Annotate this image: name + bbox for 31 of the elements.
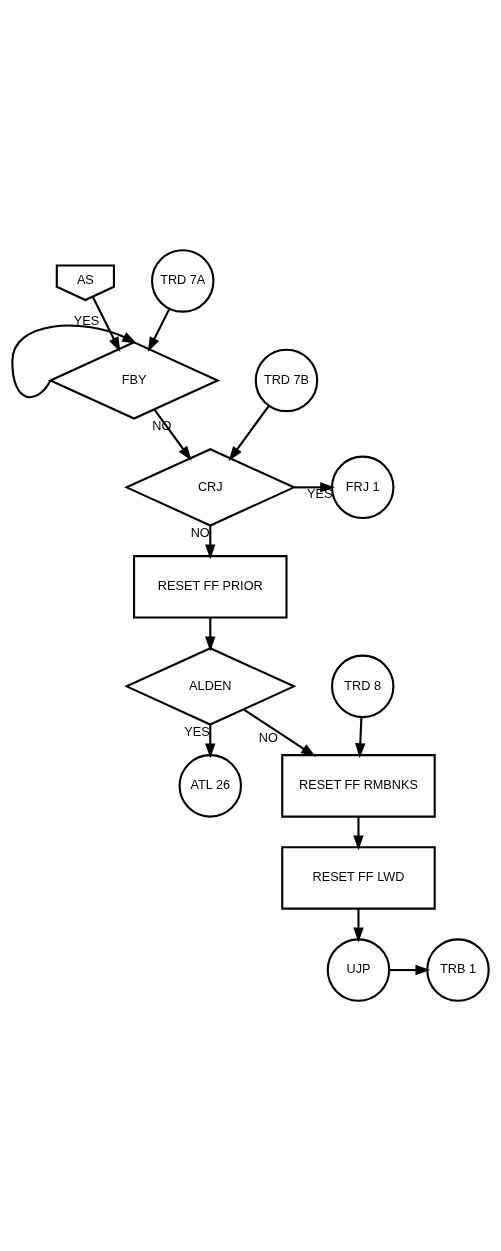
node-box: RESET FF PRIOR xyxy=(133,555,288,619)
node-diamond: ALDEN xyxy=(124,647,297,726)
node-diamond: CRJ xyxy=(124,448,297,527)
node-box: RESET FF RMBNKS xyxy=(281,754,436,818)
node-circle: UJP xyxy=(326,938,391,1002)
arrow xyxy=(205,617,216,652)
node-diamond: FBY xyxy=(47,341,221,420)
edge-label: YES xyxy=(184,725,210,740)
node-circle: TRD 7B xyxy=(254,348,319,413)
edge-label: YES xyxy=(307,486,333,501)
arrow xyxy=(353,909,364,943)
arrow xyxy=(147,308,171,352)
node-circle: TRD 8 xyxy=(330,654,395,719)
arrow xyxy=(205,724,216,759)
arrow xyxy=(293,482,335,493)
edge-label: NO xyxy=(190,526,210,541)
arrow xyxy=(91,296,121,352)
arrow xyxy=(205,525,216,560)
arrow xyxy=(243,708,316,757)
node-circle: TRB 1 xyxy=(426,938,490,1002)
arrow xyxy=(153,408,192,461)
arrow xyxy=(389,964,431,976)
arrow xyxy=(355,717,366,759)
arrow xyxy=(11,324,137,399)
arrow xyxy=(228,405,270,461)
node-circle: TRD 7A xyxy=(151,249,215,313)
edge-label: YES xyxy=(73,314,100,329)
node-box: RESET FF LWD xyxy=(281,846,436,910)
node-circle: ATL 26 xyxy=(178,754,243,818)
edge-label: NO xyxy=(258,731,278,746)
arrow xyxy=(353,816,364,851)
